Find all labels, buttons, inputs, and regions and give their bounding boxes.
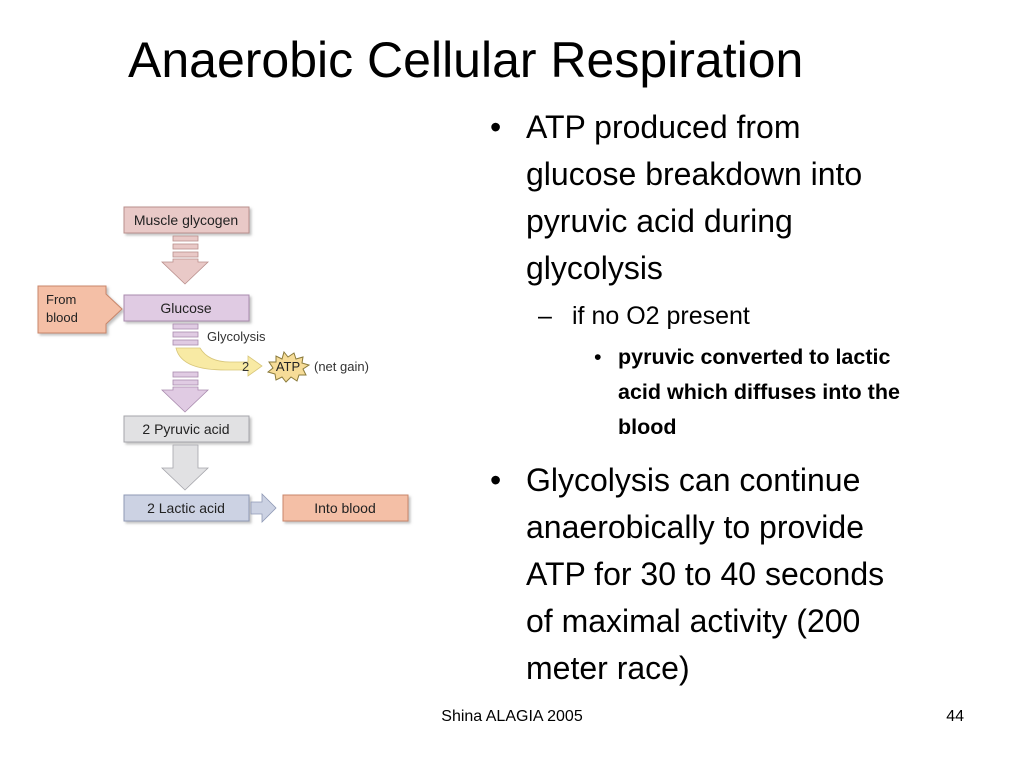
bullet-line: ATP for 30 to 40 seconds [526, 556, 885, 592]
lactic-acid-box: 2 Lactic acid [123, 494, 250, 522]
glucose-label: Glucose [160, 300, 212, 316]
bullet-line: acid which diffuses into the [618, 380, 900, 404]
bullet-line: of maximal activity (200 [526, 603, 861, 639]
bullet-dot-icon: • [490, 462, 502, 498]
bullet-line: glycolysis [526, 250, 663, 286]
bullet-atp-produced: • ATP produced from glucose breakdown in… [490, 104, 990, 292]
atp-count: 2 [242, 359, 249, 374]
glucose-box: Glucose [123, 294, 250, 322]
bullet-dot-icon: • [594, 345, 602, 369]
glucose-connector [172, 323, 199, 346]
bullet-line: blood [618, 415, 677, 439]
muscle-glycogen-box: Muscle glycogen [123, 206, 250, 234]
lactic-acid-label: 2 Lactic acid [147, 500, 225, 516]
bullet-line: pyruvic acid during [526, 203, 793, 239]
from-blood-line2: blood [46, 310, 78, 325]
footer-author: Shina ALAGIA 2005 [441, 708, 583, 725]
sub-sub-bullet-lactic: • pyruvic converted to lactic acid which… [490, 340, 990, 445]
sub-bullet-text: if no O2 present [572, 302, 750, 330]
glycolysis-label: Glycolysis [207, 329, 266, 344]
footer-page-number: 44 [946, 708, 964, 725]
atp-star-icon [266, 350, 311, 383]
pyruvic-acid-box: 2 Pyruvic acid [123, 415, 250, 443]
pyruvic-to-lactic-arrow [161, 444, 209, 491]
bullet-line: pyruvic converted to lactic [618, 345, 891, 369]
respiration-diagram: Muscle glycogen From blood Glucose [30, 190, 430, 540]
slide-title: Anaerobic Cellular Respiration [128, 32, 804, 88]
muscle-glycogen-label: Muscle glycogen [134, 212, 238, 228]
glucose-to-pyruvic-arrow [161, 371, 209, 413]
lactic-to-blood-arrow [250, 493, 277, 523]
bullet-glycolysis-continue: • Glycolysis can continue anaerobically … [490, 457, 990, 692]
into-blood-label: Into blood [314, 500, 376, 516]
bullet-dot-icon: • [490, 109, 502, 145]
glycolysis-arrow [175, 347, 263, 377]
bullet-list: • ATP produced from glucose breakdown in… [490, 104, 990, 692]
bullet-line: anaerobically to provide [526, 509, 864, 545]
sub-bullet-no-oxygen: – if no O2 present [490, 296, 990, 336]
glycogen-to-glucose-arrow [161, 235, 209, 285]
net-gain-label: (net gain) [314, 359, 369, 374]
from-blood-box: From blood [37, 285, 123, 334]
into-blood-box: Into blood [282, 494, 409, 522]
dash-icon: – [538, 302, 552, 330]
bullet-line: meter race) [526, 650, 690, 686]
bullet-line: ATP produced from [526, 109, 801, 145]
from-blood-line1: From [46, 292, 76, 307]
bullet-line: glucose breakdown into [526, 156, 863, 192]
atp-label: ATP [276, 359, 300, 374]
bullet-line: Glycolysis can continue [526, 462, 861, 498]
pyruvic-acid-label: 2 Pyruvic acid [142, 421, 229, 437]
